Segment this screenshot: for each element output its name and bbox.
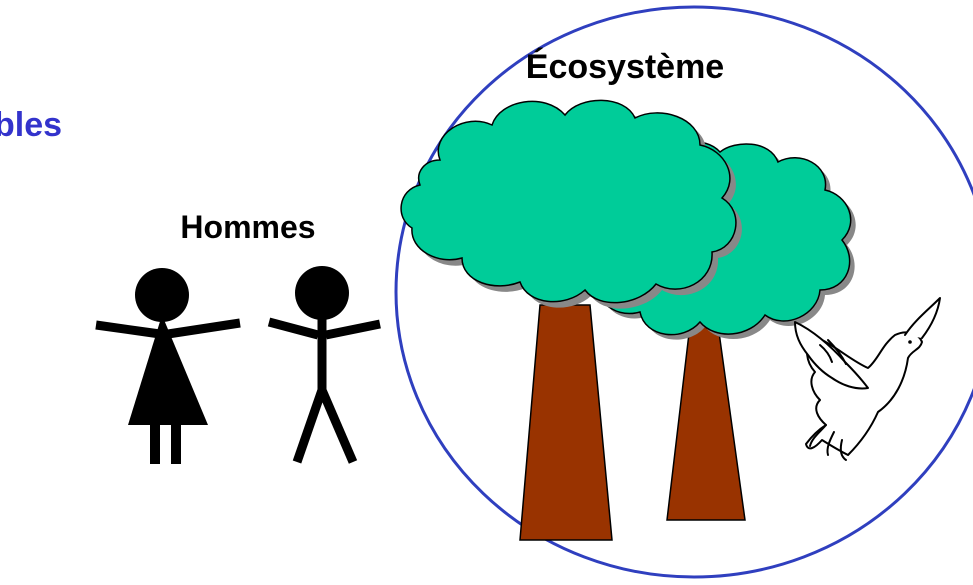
man-figure-icon xyxy=(267,266,381,464)
tree-trunk-back xyxy=(666,324,746,521)
tree-trunk-front xyxy=(519,304,613,541)
ecosystem-ellipse xyxy=(394,5,973,579)
cut-off-label: bles xyxy=(0,106,62,144)
humans-label: Hommes xyxy=(180,209,315,245)
ecosystem-label: Écosystème xyxy=(526,48,724,86)
tree-foliage-front xyxy=(400,99,737,304)
dove-icon xyxy=(794,297,941,461)
woman-figure-icon xyxy=(95,268,241,464)
tree-icon xyxy=(400,99,742,541)
